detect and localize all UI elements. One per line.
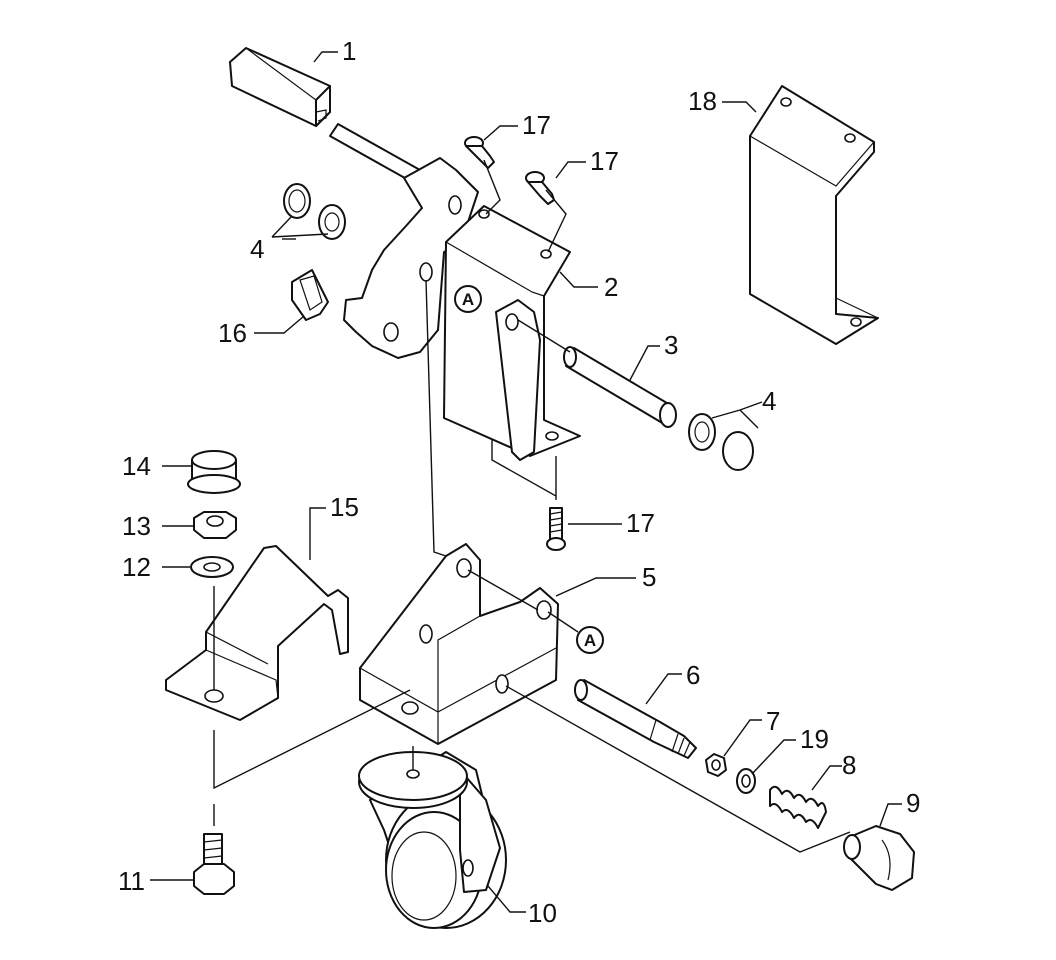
part-5-base-bracket [359, 543, 559, 745]
part-6-threaded-pin [574, 679, 697, 759]
part-2-bracket-plate [343, 157, 581, 461]
callout-1: 1 [342, 36, 356, 66]
assembly-lines [213, 159, 851, 853]
reference-mark-a-lower-text: A [584, 631, 596, 650]
callout-8: 8 [842, 750, 856, 780]
part-17-screw-top-right [525, 171, 555, 205]
part-1-handle-grip [229, 47, 421, 183]
part-18-cover-plate [749, 85, 879, 345]
callout-17-bottom: 17 [626, 508, 655, 538]
callout-17-top-left: 17 [522, 110, 551, 140]
part-10-caster [358, 751, 507, 929]
part-11-bolt [193, 833, 235, 895]
part-15-spring-clip [165, 545, 349, 721]
part-12-washer [190, 556, 234, 578]
callout-18: 18 [688, 86, 717, 116]
part-19-washer [736, 768, 756, 794]
callout-11: 11 [118, 866, 145, 896]
part-13-nut [193, 511, 237, 539]
callout-19: 19 [800, 724, 829, 754]
reference-mark-a-lower: A [576, 626, 604, 654]
callout-10: 10 [528, 898, 557, 928]
part-7-nut [705, 753, 727, 777]
callout-17-top-right: 17 [590, 146, 619, 176]
callout-2: 2 [604, 272, 618, 302]
part-4-washers-upper [283, 183, 346, 240]
part-14-cap [187, 450, 241, 494]
part-9-knob [843, 825, 915, 891]
callout-16: 16 [218, 318, 247, 348]
callout-12: 12 [122, 552, 151, 582]
part-4-washers-lower [688, 413, 754, 471]
callout-9: 9 [906, 788, 920, 818]
reference-mark-a-upper: A [454, 285, 482, 313]
callout-6: 6 [686, 660, 700, 690]
part-8-spring [769, 785, 827, 829]
callout-13: 13 [122, 511, 151, 541]
callout-14: 14 [122, 451, 151, 481]
part-3-pin [563, 346, 677, 428]
part-17-screw-bottom [546, 507, 566, 551]
part-17-screw-top-left [464, 136, 495, 169]
callout-7: 7 [766, 706, 780, 736]
callout-4-lower: 4 [762, 386, 776, 416]
callout-leaders [150, 51, 902, 913]
callout-labels: 1 2 3 4 4 5 6 7 8 9 10 11 12 13 14 15 16… [118, 36, 920, 928]
callout-15: 15 [330, 492, 359, 522]
part-16-slot-insert [291, 269, 329, 321]
callout-4-upper: 4 [250, 234, 264, 264]
callout-5: 5 [642, 562, 656, 592]
callout-3: 3 [664, 330, 678, 360]
reference-mark-a-upper-text: A [462, 290, 474, 309]
